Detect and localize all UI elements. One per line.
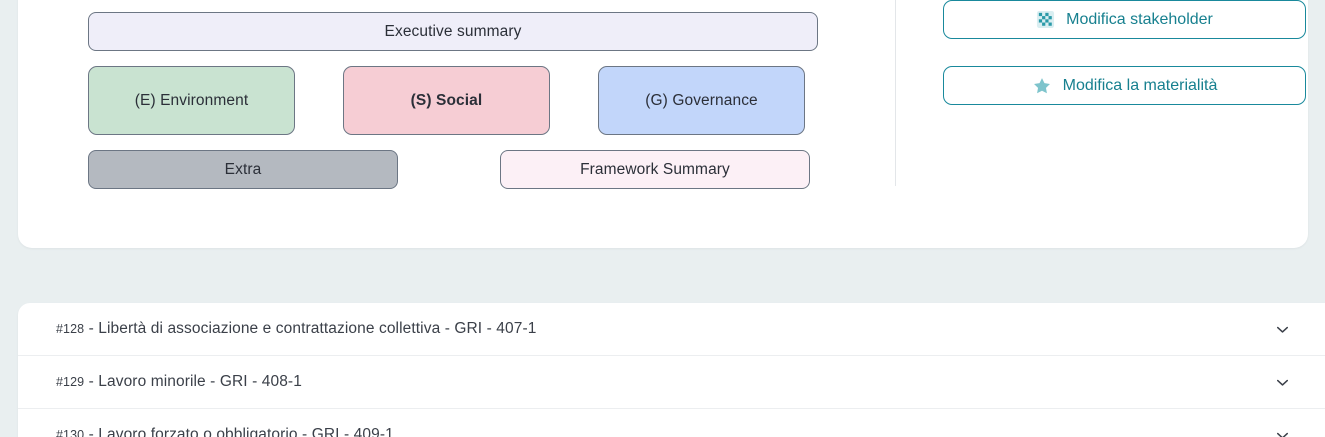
esg-buttons-row: (E) Environment (S) Social (G) Governanc… (88, 66, 848, 135)
section-button-extra[interactable]: Extra (88, 150, 398, 189)
extra-buttons-row: Extra Framework Summary (88, 150, 848, 189)
section-button-environment[interactable]: (E) Environment (88, 66, 295, 135)
vertical-divider (895, 0, 896, 186)
section-buttons-group: Executive summary (E) Environment (S) So… (88, 12, 848, 189)
star-icon (1032, 76, 1052, 96)
section-button-governance[interactable]: (G) Governance (598, 66, 805, 135)
accordion-row-title: Lavoro forzato o obbligatorio - GRI - 40… (98, 426, 394, 437)
accordion-row-130[interactable]: #130 - Lavoro forzato o obbligatorio - G… (18, 409, 1325, 437)
accordion-row-number: #128 (56, 322, 85, 336)
section-button-social[interactable]: (S) Social (343, 66, 550, 135)
accordion-row-number: #129 (56, 375, 85, 389)
accordion-row-separator: - (84, 373, 99, 390)
accordion-row-text: #130 - Lavoro forzato o obbligatorio - G… (56, 426, 394, 437)
modifica-materialita-label: Modifica la materialità (1062, 76, 1218, 94)
chevron-down-icon[interactable] (1271, 318, 1293, 340)
spacer (398, 150, 500, 189)
accordion-row-separator: - (84, 426, 99, 437)
accordion-row-title: Lavoro minorile - GRI - 408-1 (98, 373, 302, 390)
action-buttons-group: Modifica stakeholder Modifica la materia… (943, 0, 1306, 105)
section-button-executive-summary[interactable]: Executive summary (88, 12, 818, 51)
spacer (550, 66, 598, 135)
accordion-row-number: #130 (56, 428, 85, 437)
modifica-stakeholder-button[interactable]: Modifica stakeholder (943, 0, 1306, 39)
accordion-row-text: #129 - Lavoro minorile - GRI - 408-1 (56, 373, 302, 391)
chevron-down-icon[interactable] (1271, 371, 1293, 393)
modifica-materialita-button[interactable]: Modifica la materialità (943, 66, 1306, 105)
section-nav-card: Executive summary (E) Environment (S) So… (18, 0, 1308, 248)
section-button-framework-summary[interactable]: Framework Summary (500, 150, 810, 189)
chevron-down-icon[interactable] (1271, 424, 1293, 437)
accordion-row-separator: - (84, 320, 99, 337)
executive-summary-row: Executive summary (88, 12, 848, 51)
spacer (295, 66, 343, 135)
accordion-row-129[interactable]: #129 - Lavoro minorile - GRI - 408-1 (18, 356, 1325, 409)
section-nav-inner: Executive summary (E) Environment (S) So… (18, 0, 1308, 248)
accordion-row-title: Libertà di associazione e contrattazione… (98, 320, 537, 337)
topics-accordion-card: #128 - Libertà di associazione e contrat… (18, 303, 1325, 437)
grid-icon (1036, 10, 1055, 29)
accordion-row-128[interactable]: #128 - Libertà di associazione e contrat… (18, 303, 1325, 356)
modifica-stakeholder-label: Modifica stakeholder (1066, 10, 1213, 28)
accordion-row-text: #128 - Libertà di associazione e contrat… (56, 320, 536, 338)
